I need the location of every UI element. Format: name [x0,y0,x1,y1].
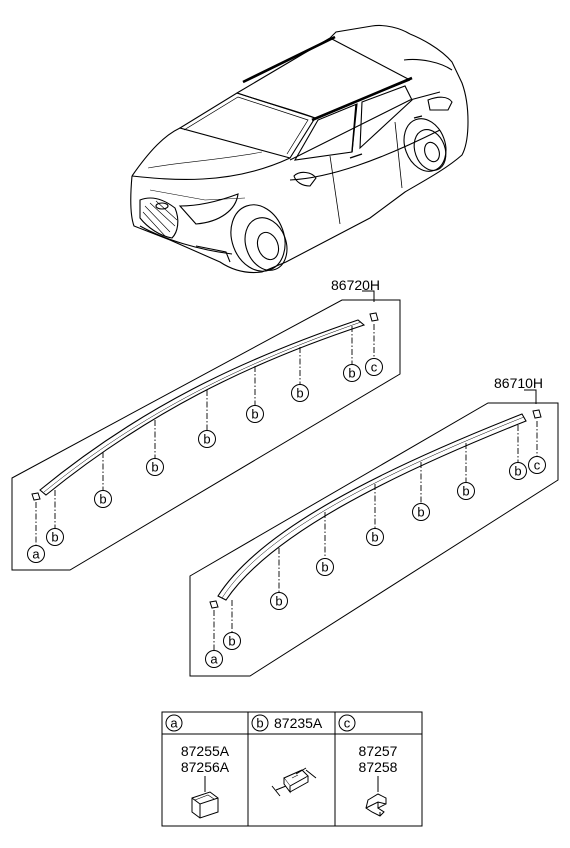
svg-text:b: b [228,634,235,649]
svg-text:a: a [210,652,218,667]
retainer-clip-icon [191,791,219,819]
svg-text:a: a [32,547,40,562]
svg-text:b: b [371,530,378,545]
svg-text:b: b [296,386,303,401]
svg-text:a: a [170,716,178,731]
callout-b: b [146,458,164,476]
part-number-86710h: 86710H [494,375,543,391]
callout-b: b [246,405,264,423]
callout-b: b [223,632,241,650]
callout-a: a [205,650,223,668]
parts-legend-table: a 87255A 87256A b 87235A c 87257 87258 [161,711,423,827]
callout-b: b [343,364,361,382]
callout-b: b [291,384,309,402]
part-number-87256a: 87256A [181,759,230,775]
svg-text:b: b [462,484,469,499]
svg-text:b: b [151,460,158,475]
svg-text:b: b [203,432,210,447]
callout-b: b [94,490,112,508]
molding-clip-icon [271,767,317,797]
callout-b: b [457,482,475,500]
callout-b: b [366,528,384,546]
svg-text:b: b [51,530,58,545]
callout-b: b [46,528,64,546]
callout-b: b [270,592,288,610]
svg-text:b: b [256,716,263,731]
sedan-car-icon [130,24,469,274]
legend-header-c: c [338,714,356,732]
svg-text:b: b [99,492,106,507]
callout-c: c [528,456,546,474]
svg-text:b: b [514,464,521,479]
callout-b: b [509,462,527,480]
svg-text:b: b [251,407,258,422]
legend-header-b: b [251,714,269,732]
svg-text:b: b [417,505,424,520]
part-number-87235a: 87235A [274,715,323,731]
part-number-87257: 87257 [359,743,398,759]
svg-text:c: c [371,360,378,375]
svg-text:c: c [534,458,541,473]
svg-text:c: c [344,716,351,731]
part-number-86720h: 86720H [331,277,380,293]
callout-b: b [198,430,216,448]
legend-header-a: a [165,714,183,732]
svg-text:b: b [321,560,328,575]
callout-b: b [316,558,334,576]
callout-a: a [27,545,45,563]
svg-text:b: b [275,594,282,609]
callout-c: c [365,358,383,376]
end-cap-clip-icon [365,793,387,817]
roof-molding-assembly-86720h: 86720H c b b b b b b b a [11,277,401,571]
part-number-87258: 87258 [359,759,398,775]
part-number-87255a: 87255A [181,743,230,759]
callout-b: b [412,503,430,521]
svg-text:b: b [348,366,355,381]
roof-molding-assembly-86710h: 86710H c b b b b b b b a [189,375,559,677]
